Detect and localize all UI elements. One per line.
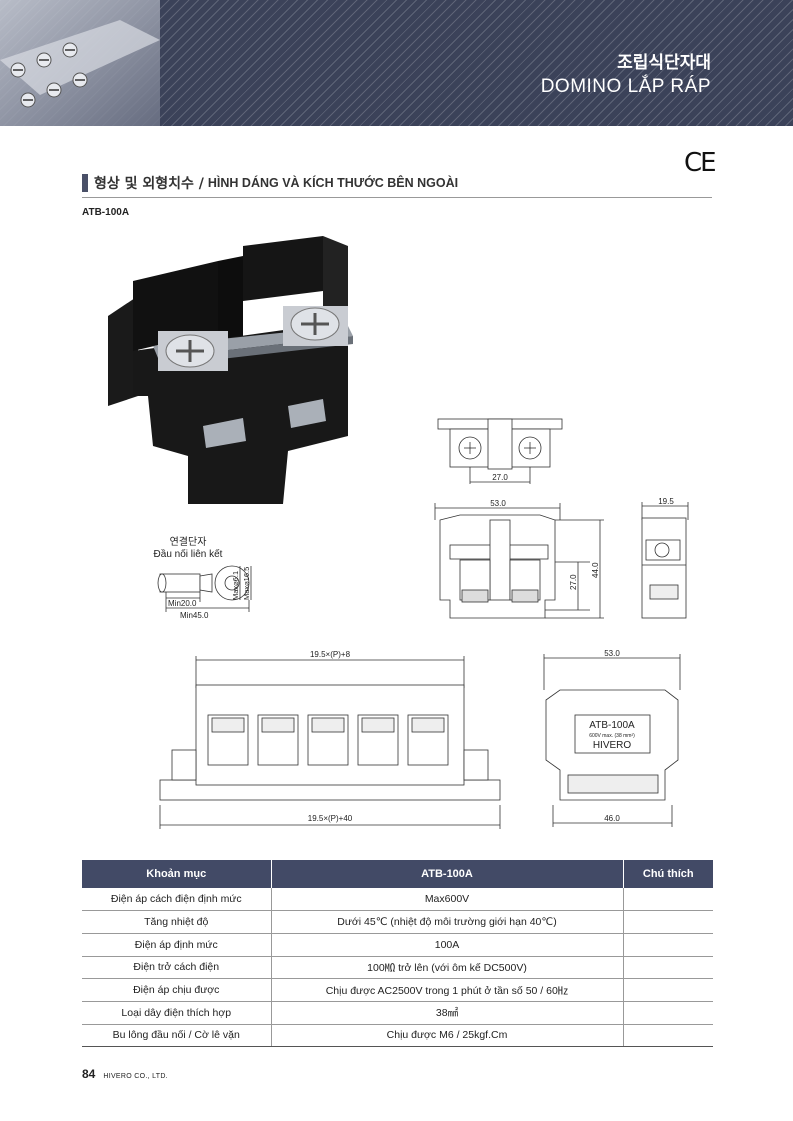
connector-title-korean: 연결단자 xyxy=(170,536,207,548)
row-value: Max600V xyxy=(270,888,623,912)
dim-front-53: 53.0 xyxy=(490,499,506,508)
header-banner: 조립식단자대 DOMINO LẮP RÁP xyxy=(0,0,793,126)
page-number: 84 xyxy=(82,1067,96,1081)
row-label: Bu lông đầu nối / Cờ lê vặn xyxy=(82,1024,271,1048)
product-photo xyxy=(108,236,353,504)
side-view-drawing: 19.5 xyxy=(641,497,689,619)
row-value: Dưới 45℃ (nhiệt độ môi trường giới hạn 4… xyxy=(270,910,623,934)
dim-min45: Min45.0 xyxy=(180,611,209,620)
ce-certification-mark: CE xyxy=(684,148,717,178)
dim-end-bottom-46: 46.0 xyxy=(604,814,620,823)
spec-table: Khoản mục ATB-100A Chú thích Điện áp các… xyxy=(82,860,713,1048)
model-label: ATB-100A xyxy=(82,207,130,218)
assembly-poles xyxy=(207,714,449,766)
table-header-row: Khoản mục ATB-100A Chú thích xyxy=(82,860,713,888)
header-note: Chú thích xyxy=(622,860,713,888)
row-note xyxy=(622,910,713,934)
screw-right xyxy=(283,306,348,346)
dim-front-inner-27: 27.0 xyxy=(569,574,578,590)
company-name: HIVERO CO., LTD. xyxy=(103,1073,168,1080)
row-value: Chịu được AC2500V trong 1 phút ở tần số … xyxy=(270,978,623,1002)
dim-max6-1: Max⌀6.1 xyxy=(231,571,240,600)
front-view-drawing: 53.0 27.0 44.0 xyxy=(434,499,604,619)
dim-min20: Min20.0 xyxy=(168,599,197,608)
row-label: Loại dây điện thích hợp xyxy=(82,1001,271,1025)
banner-title-vietnamese: DOMINO LẮP RÁP xyxy=(540,76,711,97)
row-note xyxy=(622,1024,713,1048)
dim-end-top-53: 53.0 xyxy=(604,649,620,658)
table-row: Điện trở cách điện 100㏁ trở lên (với ôm … xyxy=(82,956,713,980)
section-marker xyxy=(82,173,88,192)
connector-lug-drawing: 연결단자 Đầu nối liên kết Min20.0 Min45.0 Ma… xyxy=(154,536,252,620)
table-row: Tăng nhiệt độ Dưới 45℃ (nhiệt độ môi trư… xyxy=(82,910,713,934)
row-note xyxy=(622,888,713,912)
row-note xyxy=(622,1001,713,1025)
dim-top-27: 27.0 xyxy=(492,473,508,482)
row-label: Điện áp chịu được xyxy=(82,978,271,1002)
row-label: Tăng nhiệt độ xyxy=(82,910,271,934)
table-row: Điện áp chịu được Chịu được AC2500V tron… xyxy=(82,978,713,1002)
row-note xyxy=(622,978,713,1002)
end-label-model: ATB-100A xyxy=(589,720,635,731)
table-row: Điện áp cách điện định mức Max600V xyxy=(82,888,713,912)
row-value: Chịu được M6 / 25kgf.Cm xyxy=(270,1024,623,1048)
end-view-drawing: 53.0 ATB-100A 600V max. (38 mm²) HIVERO … xyxy=(543,649,681,827)
row-label: Điện áp cách điện định mức xyxy=(82,888,271,912)
row-note xyxy=(622,956,713,980)
section-title-vietnamese: HÌNH DÁNG VÀ KÍCH THƯỚC BÊN NGOÀI xyxy=(207,175,459,190)
row-value: 100A xyxy=(270,933,623,957)
dim-assembly-top: 19.5×(P)+8 xyxy=(310,650,351,659)
end-label-brand: HIVERO xyxy=(593,740,632,751)
assembly-view-drawing: 19.5×(P)+8 19.5×(P)+40 xyxy=(159,650,501,829)
terminal-clips xyxy=(203,399,326,448)
dim-assembly-bottom: 19.5×(P)+40 xyxy=(308,814,353,823)
table-row: Loại dây điện thích hợp 38㎟ xyxy=(82,1001,713,1025)
top-view-drawing: 27.0 xyxy=(437,418,563,484)
dim-max16-5: Max⌀16.5 xyxy=(242,567,251,600)
banner-title-korean: 조립식단자대 xyxy=(617,53,711,73)
connector-title-vietnamese: Đầu nối liên kết xyxy=(154,548,223,560)
row-label: Điện áp định mức xyxy=(82,933,271,957)
header-item: Khoản mục xyxy=(82,860,271,888)
row-value: 38㎟ xyxy=(270,1001,623,1025)
page-footer: 84 HIVERO CO., LTD. xyxy=(82,1067,168,1081)
row-label: Điện trở cách điện xyxy=(82,956,271,980)
section-title-korean: 형상 및 외형치수 / xyxy=(94,175,204,192)
terminal-block-banner-photo xyxy=(0,0,160,126)
section-heading: 형상 및 외형치수 / HÌNH DÁNG VÀ KÍCH THƯỚC BÊN … xyxy=(82,168,712,198)
table-row: Bu lông đầu nối / Cờ lê vặn Chịu được M6… xyxy=(82,1024,713,1048)
dim-side-19-5: 19.5 xyxy=(658,497,674,506)
row-value: 100㏁ trở lên (với ôm kế DC500V) xyxy=(270,956,623,980)
screw-left xyxy=(158,331,228,371)
row-note xyxy=(622,933,713,957)
end-label-rating: 600V max. (38 mm²) xyxy=(589,733,635,739)
table-row: Điện áp định mức 100A xyxy=(82,933,713,957)
dim-front-44: 44.0 xyxy=(591,562,600,578)
header-model: ATB-100A xyxy=(270,860,623,888)
